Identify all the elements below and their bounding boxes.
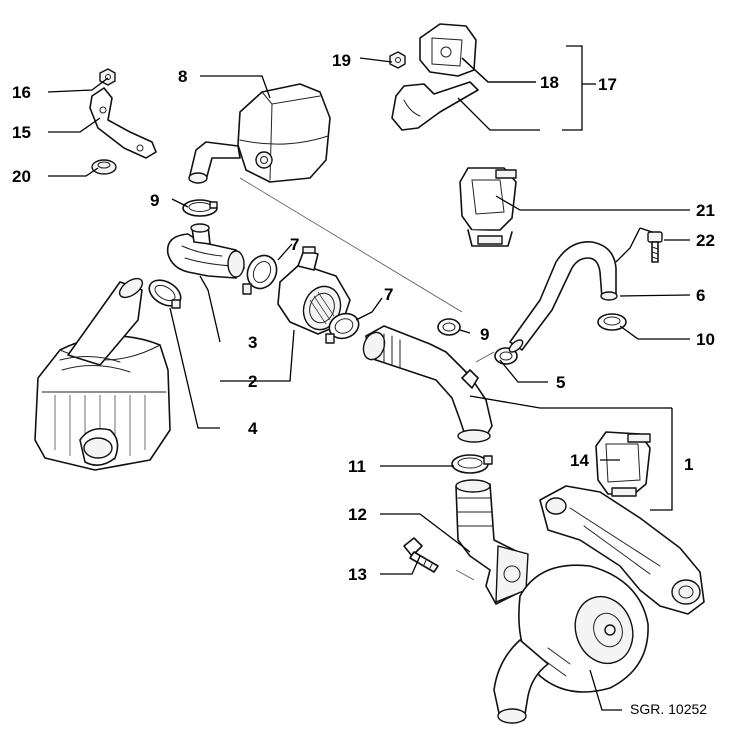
intake-pipe-1 (362, 325, 493, 443)
callout-1: 1 (684, 455, 693, 474)
clamp-14 (595, 431, 651, 497)
bolt-13 (403, 537, 439, 573)
callout-9-right: 9 (480, 325, 489, 344)
callout-6: 6 (696, 286, 705, 305)
callout-14: 14 (570, 451, 589, 470)
clamp-9-right (437, 318, 461, 336)
clamp-7-right (325, 312, 360, 344)
bracket-assembly-17 (391, 23, 479, 131)
callout-8: 8 (178, 67, 187, 86)
bracket-15 (89, 87, 157, 159)
callout-7-left: 7 (290, 235, 299, 254)
leader-lines (47, 45, 691, 711)
callout-5: 5 (556, 373, 565, 392)
callout-labels: 16 15 20 8 9 7 19 18 17 21 22 6 10 3 2 4… (12, 51, 715, 717)
callout-21: 21 (696, 201, 715, 220)
callout-20: 20 (12, 167, 31, 186)
clamp-21 (459, 167, 517, 247)
callout-15: 15 (12, 123, 31, 142)
callout-13: 13 (348, 565, 367, 584)
clamp-10 (597, 313, 627, 331)
callout-11: 11 (348, 457, 366, 476)
clamp-4 (148, 279, 182, 309)
callout-4: 4 (248, 419, 258, 438)
resonator-8 (188, 83, 331, 184)
callout-22: 22 (696, 231, 715, 250)
callout-10: 10 (696, 330, 715, 349)
callout-2: 2 (248, 372, 257, 391)
callout-17: 17 (598, 75, 617, 94)
clamp-7-left (242, 254, 278, 295)
callout-16: 16 (12, 83, 31, 102)
screw-22 (647, 231, 663, 263)
callout-12: 12 (348, 505, 367, 524)
breather-guide-line (239, 177, 463, 313)
callout-19: 19 (332, 51, 351, 70)
callout-18: 18 (540, 73, 559, 92)
callout-3: 3 (248, 333, 257, 352)
air-flow-meter-2 (277, 246, 351, 335)
grommet-20 (91, 159, 117, 175)
rubber-hose-3 (166, 223, 245, 279)
nut-19 (389, 51, 406, 69)
hose-6 (508, 241, 618, 353)
turbo-inlet-pipe-12 (455, 479, 529, 605)
clamp-11 (451, 454, 493, 474)
drawing-reference: SGR. 10252 (630, 701, 707, 717)
air-filter-housing (34, 277, 171, 471)
clamp-9-left (182, 199, 218, 217)
callout-9-left: 9 (150, 191, 159, 210)
callout-7-right: 7 (384, 285, 393, 304)
turbocharger-assembly (493, 485, 705, 724)
